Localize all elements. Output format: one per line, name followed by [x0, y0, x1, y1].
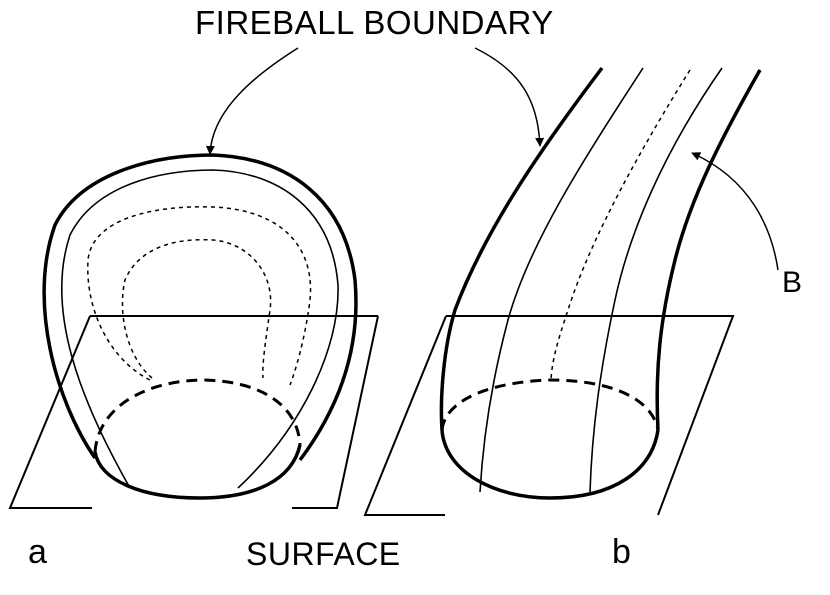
panel-a	[8, 153, 379, 509]
panel-b-left-boundary	[439, 66, 604, 431]
panel-b-surface-plane	[363, 315, 735, 516]
arrow-to-b	[691, 152, 779, 271]
diagram-title: FIREBALL BOUNDARY	[195, 4, 554, 41]
panel-label-b: b	[612, 533, 631, 571]
label-surface: SURFACE	[246, 536, 401, 572]
arrow-to-boundary-a	[205, 47, 299, 155]
panel-a-inner-contour	[60, 169, 339, 489]
panel-b-footprint-front	[440, 429, 660, 500]
panel-label-a: a	[28, 533, 47, 571]
arrow-to-boundary-b	[474, 47, 545, 147]
panel-b-footprint-back	[440, 378, 660, 431]
panel-a-outer-boundary	[42, 153, 358, 462]
annotation-arrows	[205, 47, 779, 271]
panel-b-right-contour	[589, 67, 723, 493]
panel-b-left-contour	[479, 67, 644, 493]
panel-b	[363, 66, 762, 516]
panel-a-footprint-front	[93, 444, 302, 500]
panel-a-surface-plane	[8, 315, 379, 509]
panel-b-center-dashed	[550, 69, 691, 381]
panel-a-inner-dashed	[121, 238, 272, 379]
panel-a-outer-dashed	[87, 206, 312, 386]
panel-a-footprint-back	[93, 378, 302, 453]
panel-b-right-boundary	[655, 69, 762, 431]
label-b-marker: B	[782, 266, 803, 299]
